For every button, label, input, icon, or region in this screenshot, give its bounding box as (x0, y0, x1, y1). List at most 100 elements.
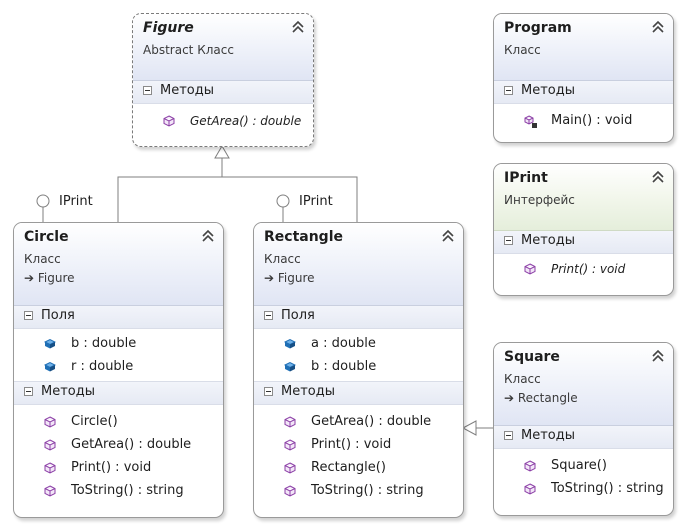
base-class: ➔ Figure (24, 271, 75, 285)
fields-section-header[interactable]: Поля (14, 306, 223, 329)
inheritance-circle-figure (117, 176, 358, 222)
interface-iprint[interactable]: IPrint Интерфейс Методы Print() : void (493, 163, 674, 296)
member-text: Print() : void (71, 460, 152, 475)
member-row[interactable]: a : double (254, 333, 463, 356)
collapse-minus-icon[interactable] (24, 387, 33, 396)
field-icon (44, 338, 56, 349)
member-text: b : double (71, 336, 137, 351)
member-text: r : double (71, 359, 134, 374)
field-icon (284, 361, 296, 372)
member-row[interactable]: Square() (494, 455, 673, 478)
section-title: Поля (281, 308, 315, 323)
class-kind: Класс (504, 372, 541, 386)
member-text: GetArea() : double (71, 437, 192, 452)
collapse-minus-icon[interactable] (264, 387, 273, 396)
base-class-name: Figure (37, 271, 75, 285)
base-class: ➔ Figure (264, 271, 315, 285)
methods-section-header[interactable]: Методы (14, 381, 223, 405)
methods-section-header[interactable]: Методы (494, 81, 673, 104)
method-icon (284, 485, 296, 497)
iprint-header: IPrint Интерфейс (494, 164, 673, 231)
section-title: Методы (281, 384, 335, 399)
field-icon (44, 361, 56, 372)
member-row[interactable]: GetArea() : double (133, 110, 313, 133)
collapse-chevron-icon[interactable] (201, 229, 215, 243)
member-text: b : double (311, 359, 377, 374)
member-row[interactable]: Print() : void (254, 434, 463, 457)
base-class-name: Figure (277, 271, 315, 285)
methods-section-header[interactable]: Методы (133, 81, 313, 104)
class-name: Program (504, 20, 572, 36)
class-kind: Класс (24, 252, 61, 266)
member-text: Rectangle() (311, 460, 386, 475)
collapse-minus-icon[interactable] (143, 86, 152, 95)
method-icon (524, 263, 536, 275)
member-row[interactable]: Rectangle() (254, 457, 463, 480)
class-name: Circle (24, 229, 69, 245)
interface-kind: Интерфейс (504, 193, 575, 207)
collapse-minus-icon[interactable] (504, 431, 513, 440)
member-text: Main() : void (551, 113, 633, 128)
class-name: Rectangle (264, 229, 343, 245)
methods-section-header[interactable]: Методы (494, 426, 673, 449)
class-square[interactable]: Square Класс ➔ Rectangle Методы Square()… (493, 342, 674, 516)
class-figure[interactable]: Figure Abstract Класс Методы GetArea() :… (132, 13, 314, 147)
collapse-chevron-icon[interactable] (441, 229, 455, 243)
member-text: ToString() : string (311, 483, 424, 498)
member-row[interactable]: GetArea() : double (14, 434, 223, 457)
member-text: ToString() : string (551, 481, 664, 496)
program-header: Program Класс (494, 14, 673, 81)
member-text: GetArea() : double (311, 414, 432, 429)
member-text: a : double (311, 336, 376, 351)
circle-interface-label: IPrint (59, 194, 93, 209)
collapse-minus-icon[interactable] (24, 311, 33, 320)
interface-lollipop-rectangle (276, 194, 290, 208)
class-name: Square (504, 349, 560, 365)
method-icon (284, 439, 296, 451)
collapse-chevron-icon[interactable] (651, 20, 665, 34)
methods-section-header[interactable]: Методы (254, 381, 463, 405)
class-kind: Abstract Класс (143, 43, 234, 57)
member-row[interactable]: ToString() : string (254, 480, 463, 503)
member-row[interactable]: ToString() : string (14, 480, 223, 503)
collapse-chevron-icon[interactable] (651, 349, 665, 363)
member-text: Print() : void (551, 262, 626, 276)
rectangle-interface-label: IPrint (299, 194, 333, 209)
member-text: GetArea() : double (190, 114, 302, 128)
method-icon (524, 460, 536, 472)
collapse-minus-icon[interactable] (504, 86, 513, 95)
class-rectangle[interactable]: Rectangle Класс ➔ Figure Поля a : double… (253, 222, 464, 518)
fields-section-header[interactable]: Поля (254, 306, 463, 329)
member-row[interactable]: b : double (14, 333, 223, 356)
class-name: Figure (143, 20, 194, 36)
collapse-minus-icon[interactable] (264, 311, 273, 320)
method-icon (44, 416, 56, 428)
member-row[interactable]: Circle() (14, 411, 223, 434)
base-class-name: Rectangle (517, 391, 578, 405)
member-row[interactable]: Main() : void (494, 110, 673, 133)
member-row[interactable]: Print() : void (14, 457, 223, 480)
class-circle[interactable]: Circle Класс ➔ Figure Поля b : double r … (13, 222, 224, 518)
collapse-chevron-icon[interactable] (651, 170, 665, 184)
methods-section-header[interactable]: Методы (494, 231, 673, 254)
method-icon (284, 416, 296, 428)
member-row[interactable]: r : double (14, 356, 223, 379)
circle-header: Circle Класс ➔ Figure (14, 223, 223, 306)
static-method-icon (524, 115, 537, 128)
section-title: Методы (160, 83, 214, 98)
member-row[interactable]: Print() : void (494, 258, 673, 281)
class-program[interactable]: Program Класс Методы Main() : void (493, 13, 674, 143)
square-header: Square Класс ➔ Rectangle (494, 343, 673, 426)
collapse-chevron-icon[interactable] (291, 20, 305, 34)
class-kind: Класс (504, 43, 541, 57)
member-row[interactable]: ToString() : string (494, 478, 673, 501)
member-row[interactable]: b : double (254, 356, 463, 379)
method-icon (44, 462, 56, 474)
member-text: Print() : void (311, 437, 392, 452)
collapse-minus-icon[interactable] (504, 236, 513, 245)
member-row[interactable]: GetArea() : double (254, 411, 463, 434)
method-icon (44, 485, 56, 497)
section-title: Методы (521, 428, 575, 443)
inheritance-arrowhead-figure (214, 145, 230, 159)
